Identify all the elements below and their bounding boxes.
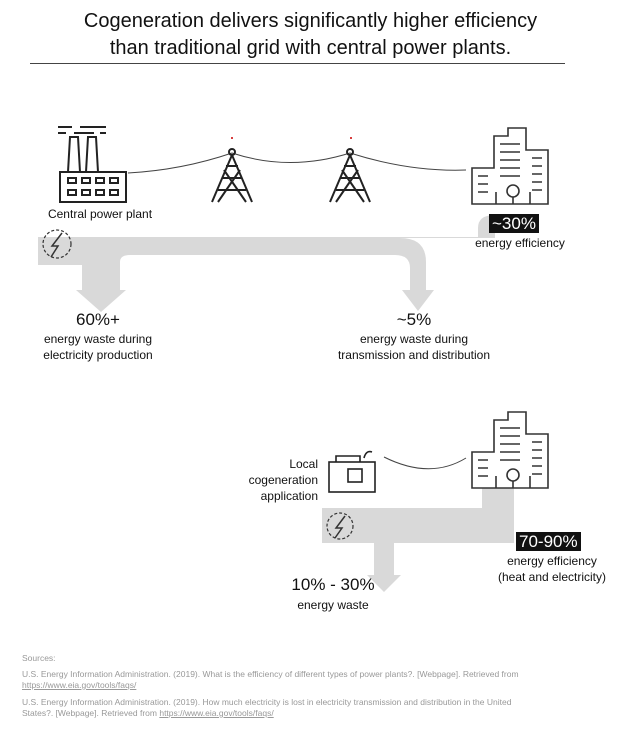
title-divider bbox=[30, 63, 565, 64]
transmission-waste-label: energy waste during transmission and dis… bbox=[314, 331, 514, 363]
central-power-lines bbox=[127, 152, 467, 174]
source-2-text-2: States?. [Webpage]. Retrieved from https… bbox=[22, 708, 602, 719]
factory-icon bbox=[58, 126, 127, 203]
production-waste-label-1: energy waste during bbox=[43, 332, 153, 346]
source-2-text-2-prefix: States?. [Webpage]. Retrieved from bbox=[22, 708, 157, 718]
cogeneration-efficiency-value: 70-90% bbox=[516, 532, 581, 551]
source-1-text: U.S. Energy Information Administration. … bbox=[22, 669, 519, 679]
source-2-text: U.S. Energy Information Administration. … bbox=[22, 697, 512, 707]
cogeneration-label-2: cogeneration bbox=[248, 473, 318, 487]
transmission-waste-value: ~5% bbox=[396, 310, 432, 329]
cogeneration-efficiency-label-2: (heat and electricity) bbox=[497, 570, 607, 584]
source-2-link[interactable]: https://www.eia.gov/tools/faqs/ bbox=[159, 708, 274, 718]
central-efficiency-badge: ~30% bbox=[489, 213, 539, 234]
tower-marker-2 bbox=[350, 137, 352, 139]
title-line-1: Cogeneration delivers significantly high… bbox=[83, 10, 538, 32]
transmission-waste-label-2: transmission and distribution bbox=[337, 348, 491, 362]
source-1: U.S. Energy Information Administration. … bbox=[22, 669, 602, 691]
generator-icon bbox=[328, 450, 376, 493]
cogeneration-label: Local cogeneration application bbox=[226, 456, 318, 504]
transmission-tower-icon bbox=[211, 148, 253, 203]
cogeneration-efficiency-label: energy efficiency (heat and electricity) bbox=[484, 553, 620, 585]
central-efficiency-label: energy efficiency bbox=[475, 236, 565, 250]
cogeneration-label-3: application bbox=[260, 489, 318, 503]
cogeneration-efficiency-badge: 70-90% bbox=[516, 531, 581, 552]
central-efficiency-value: ~30% bbox=[489, 214, 539, 233]
lightning-icon bbox=[42, 229, 72, 259]
source-1-link[interactable]: https://www.eia.gov/tools/faqs/ bbox=[22, 680, 137, 690]
lightning-icon-2 bbox=[326, 512, 354, 540]
cogeneration-label-1: Local bbox=[289, 457, 318, 471]
building-icon-2 bbox=[471, 411, 549, 489]
building-icon bbox=[471, 127, 549, 205]
sources: Sources: U.S. Energy Information Adminis… bbox=[22, 653, 602, 719]
central-flow-arrows bbox=[38, 215, 503, 312]
production-waste-label-2: electricity production bbox=[43, 348, 153, 362]
source-2: U.S. Energy Information Administration. … bbox=[22, 697, 602, 719]
transmission-waste-label-1: energy waste during bbox=[359, 332, 469, 346]
page-title: Cogeneration delivers significantly high… bbox=[0, 8, 621, 62]
cogeneration-waste-label: energy waste bbox=[297, 598, 369, 612]
production-waste-label: energy waste during electricity producti… bbox=[18, 331, 178, 363]
cogeneration-power-line bbox=[383, 456, 467, 470]
production-waste-value: 60%+ bbox=[76, 310, 120, 329]
sources-heading: Sources: bbox=[22, 653, 56, 663]
cogeneration-efficiency-label-1: energy efficiency bbox=[507, 554, 597, 568]
transmission-tower-icon-2 bbox=[329, 148, 371, 203]
tower-marker bbox=[231, 137, 233, 139]
title-line-2: than traditional grid with central power… bbox=[109, 37, 512, 59]
central-plant-label: Central power plant bbox=[47, 207, 153, 221]
cogeneration-waste-value: 10% - 30% bbox=[291, 575, 375, 594]
